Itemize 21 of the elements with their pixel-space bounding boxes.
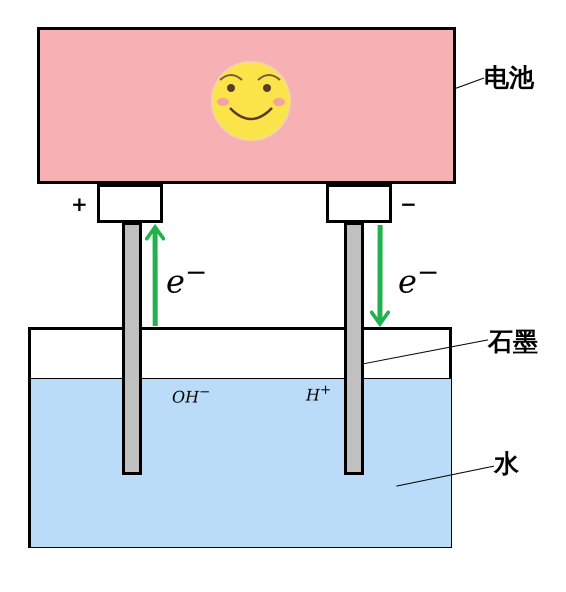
leader-line: [456, 78, 484, 89]
battery-box: [37, 27, 456, 184]
electrode-rod: [122, 222, 142, 475]
ion-label: OH$^{−}$: [172, 386, 210, 406]
polarity-sign: −: [400, 192, 417, 216]
terminal-box: [326, 184, 392, 223]
ion-label: H$^{+}$: [306, 384, 332, 404]
water-region: [31, 378, 451, 547]
electrode-rod: [344, 222, 364, 475]
leader-line: [396, 466, 494, 487]
arrow: [370, 225, 390, 326]
tank-box: [28, 327, 452, 548]
part-label: 石墨: [488, 324, 552, 360]
edge-label: e$^{−}$: [166, 258, 208, 300]
part-label: 水: [494, 446, 528, 482]
arrow: [144, 225, 166, 326]
polarity-sign: +: [71, 192, 88, 216]
edge-label: e$^{−}$: [398, 258, 440, 300]
terminal-box: [97, 184, 163, 223]
part-label: 电池: [484, 60, 548, 96]
leader-line: [364, 339, 488, 364]
